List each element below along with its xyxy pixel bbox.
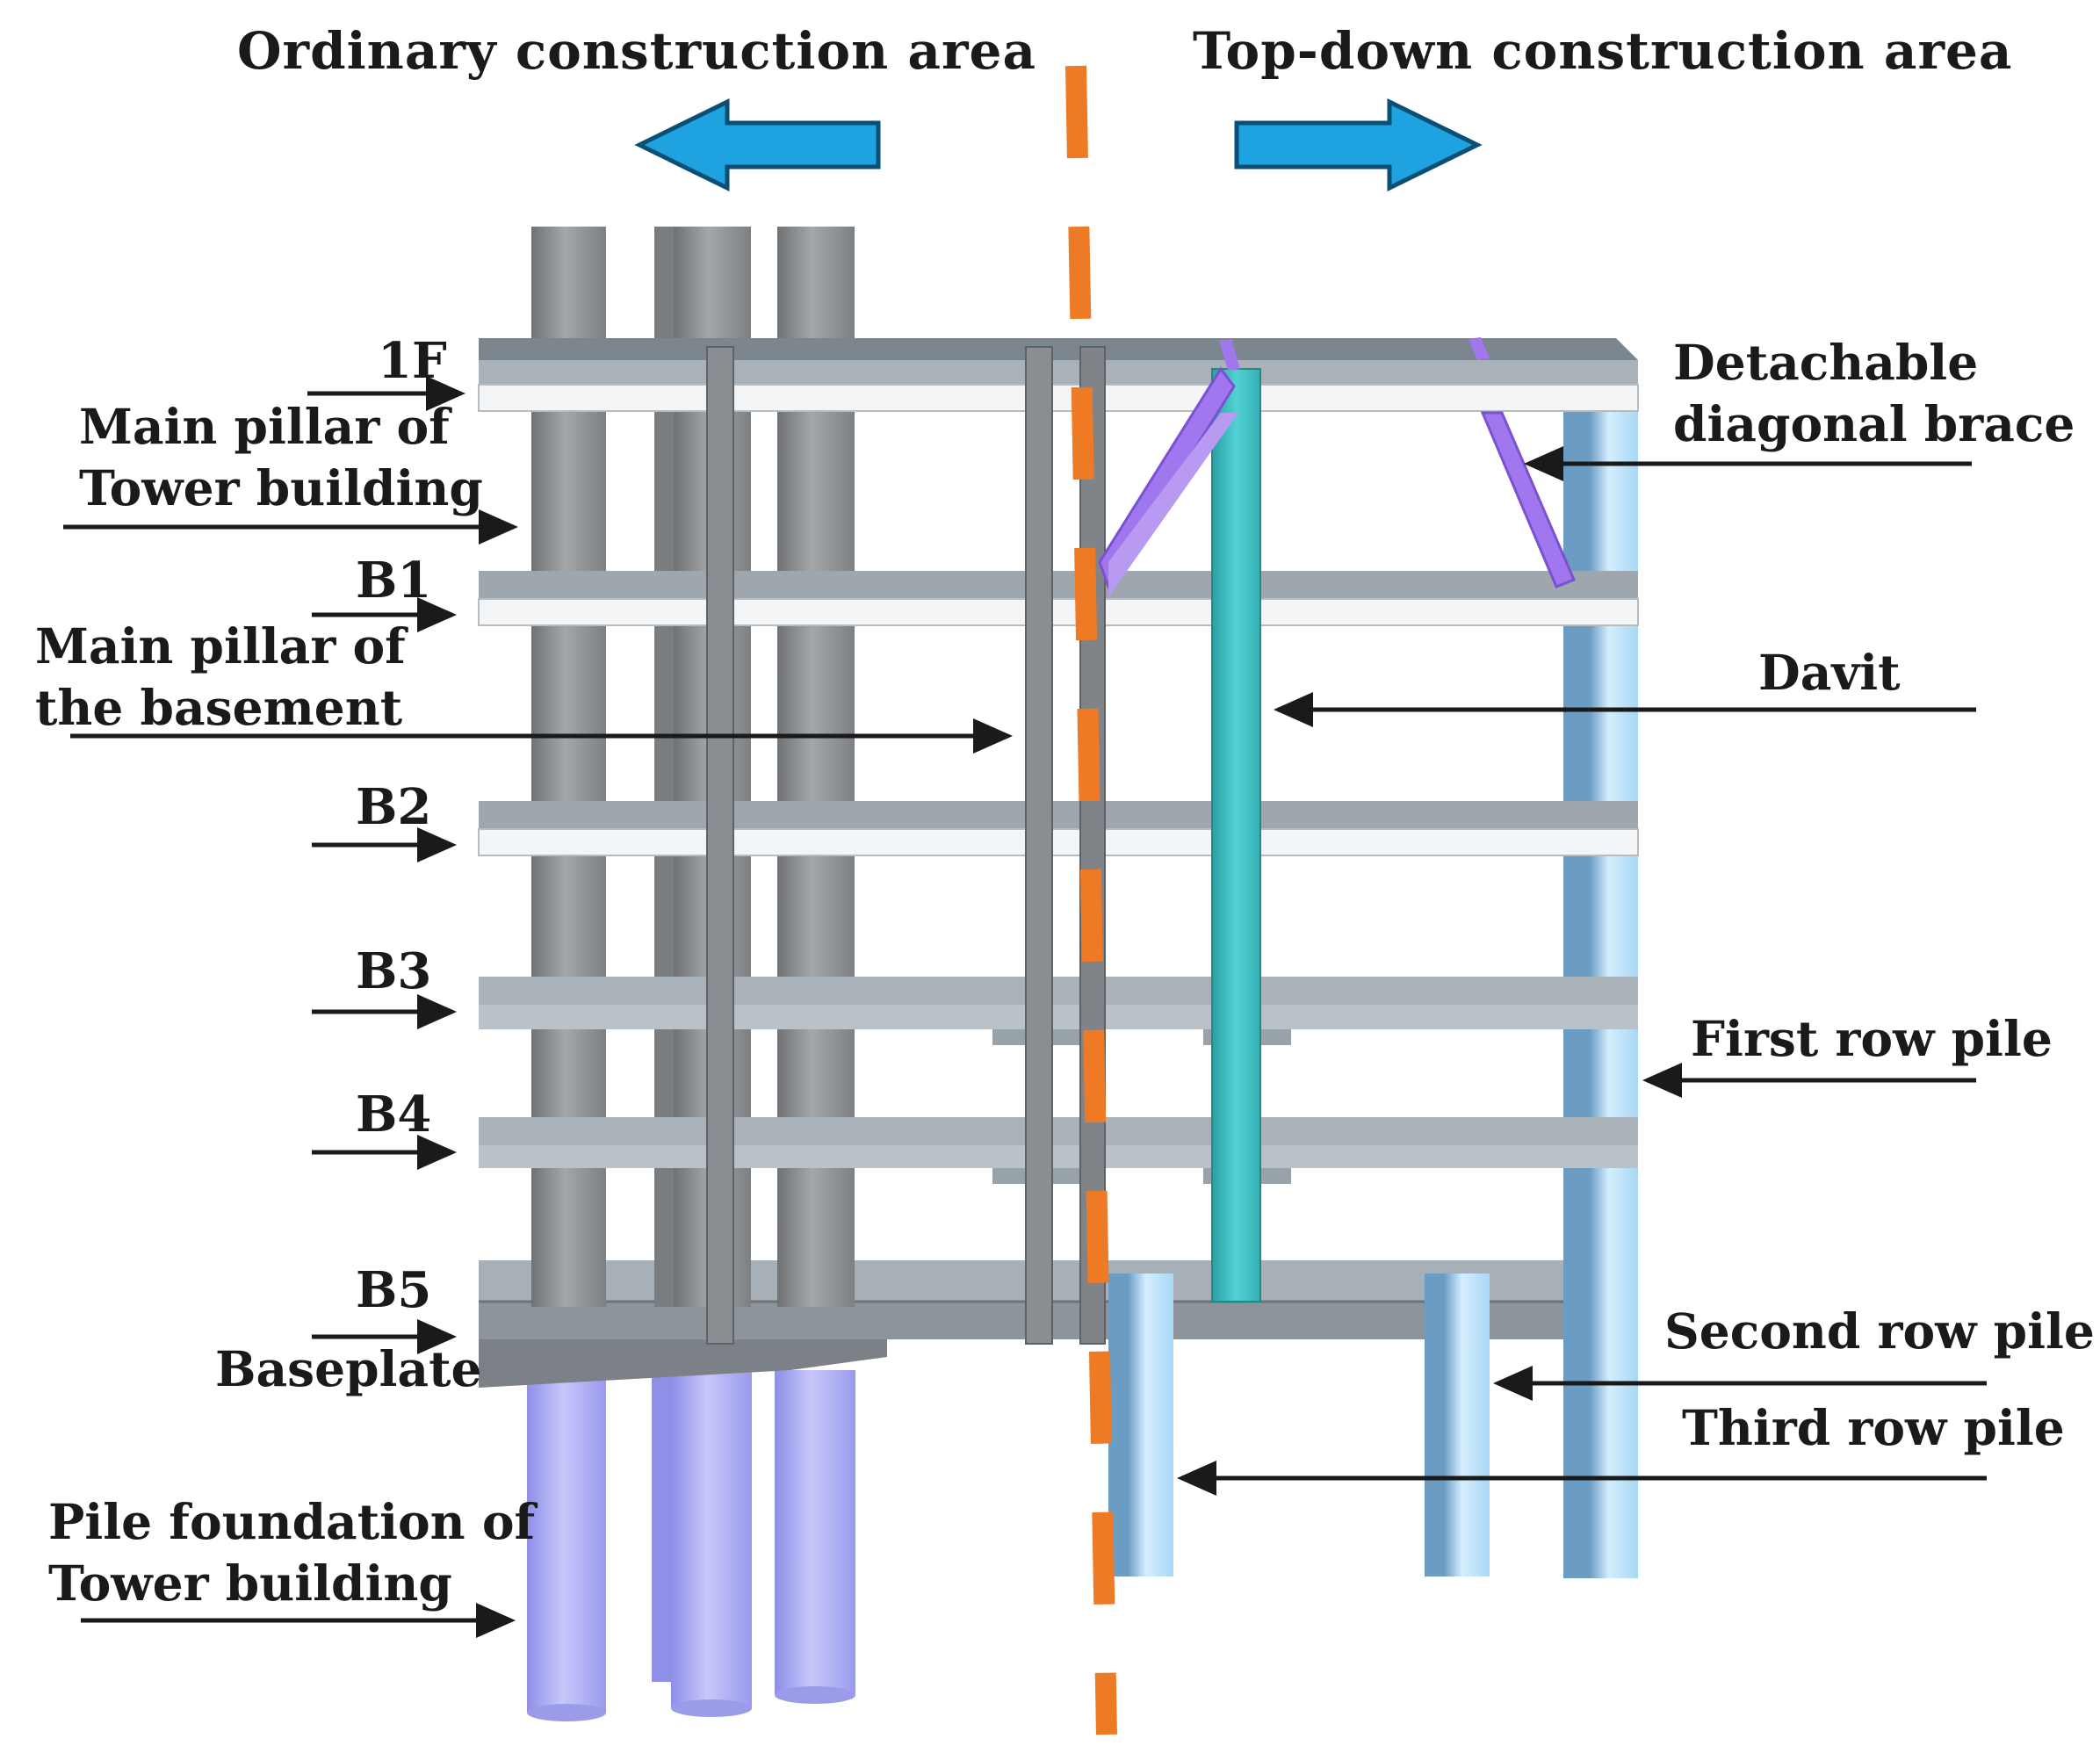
right-direction-arrow-icon [1234, 97, 1483, 192]
first-row-pile [1563, 362, 1638, 1578]
pile-foundation-label-line1: Pile foundation of [48, 1493, 538, 1550]
davit-label: Davit [1758, 644, 1901, 701]
brace-label-line1: Detachable [1673, 334, 1978, 391]
floor-label-b3: B3 [356, 942, 431, 1000]
ordinary-area-header: Ordinary construction area [237, 21, 1036, 81]
pile-foundation-label-line2: Tower building [48, 1555, 452, 1612]
tower-pillar-label-line1: Main pillar of [79, 398, 452, 455]
brace-label-line2: diagonal brace [1673, 395, 2075, 452]
second-row-pile-label: Second row pile [1664, 1302, 2095, 1360]
floor-label-b4: B4 [356, 1086, 431, 1144]
structure-model [478, 65, 1639, 1735]
floor-slabs [478, 338, 1639, 1184]
basement-main-pillars [706, 346, 1106, 1345]
baseplate-label: Baseplate [215, 1340, 481, 1397]
floor-arrows [307, 376, 465, 1354]
third-row-pile [1108, 1273, 1173, 1576]
topdown-area-header: Top-down construction area [1193, 21, 2013, 81]
floor-label-b1: B1 [356, 552, 431, 610]
tower-pillar-label-line2: Tower building [79, 459, 483, 516]
second-row-pile [1425, 1273, 1490, 1576]
basement-pillar-label-line1: Main pillar of [35, 617, 408, 675]
basement-pillar-label-line2: the basement [35, 679, 403, 736]
floor-label-1f: 1F [378, 332, 447, 390]
davit-column [1211, 368, 1261, 1302]
diagonal-braces [1098, 337, 1576, 597]
third-row-pile-label: Third row pile [1682, 1399, 2065, 1456]
tower-pile-foundation [527, 1370, 855, 1721]
floor-label-b2: B2 [356, 778, 431, 836]
first-row-pile-label: First row pile [1691, 1010, 2053, 1067]
left-direction-arrow-icon [634, 97, 881, 192]
area-divider-line [1065, 65, 1117, 1735]
floor-label-b5: B5 [356, 1261, 431, 1319]
